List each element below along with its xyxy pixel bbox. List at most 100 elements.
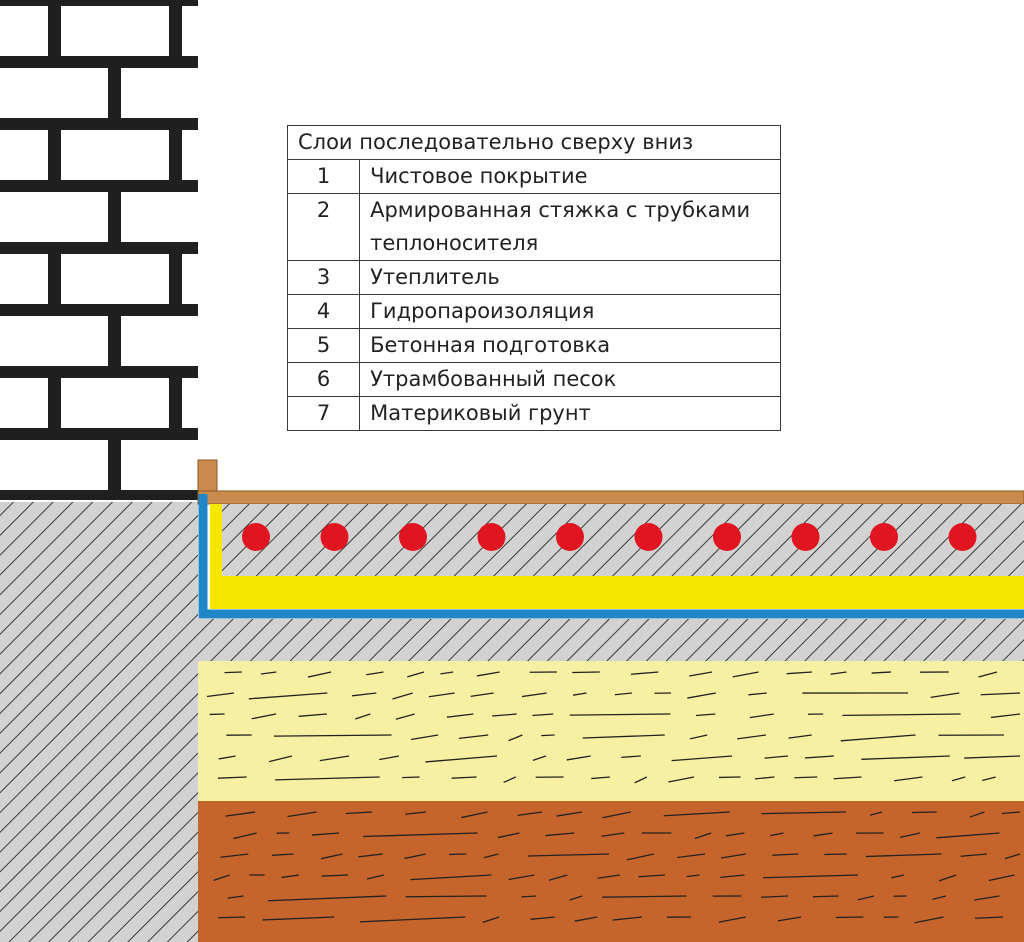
dash-mark [425, 755, 498, 763]
layer-4-vapor-barrier [198, 494, 1024, 619]
dash-mark [556, 811, 583, 817]
layer-5-concrete-base [198, 619, 1024, 661]
dash-mark [725, 832, 745, 837]
dash-mark [621, 755, 641, 759]
dash-mark [695, 713, 716, 717]
layer-3-insulation [222, 576, 1024, 609]
dash-mark [218, 755, 236, 760]
dash-mark [458, 734, 489, 740]
brick [0, 6, 48, 56]
legend-row-number: 2 [286, 193, 361, 261]
dash-mark [545, 832, 575, 837]
bricks [0, 6, 198, 490]
dash-mark [503, 776, 517, 784]
dash-mark [470, 692, 494, 698]
dash-mark [354, 713, 371, 720]
heating-pipe [399, 523, 427, 551]
dash-mark [763, 874, 859, 879]
dash-mark [770, 832, 784, 837]
dash-mark [982, 776, 996, 782]
dash-mark [634, 776, 648, 784]
dash-mark [668, 776, 695, 783]
legend-row-number: 1 [286, 159, 361, 194]
dash-mark [275, 776, 380, 781]
dash-mark [206, 692, 235, 698]
dash-mark [861, 755, 950, 760]
layer-7-soil [198, 801, 1024, 942]
dash-mark [569, 895, 583, 901]
dash-mark [749, 713, 774, 719]
brick [61, 130, 169, 180]
dash-mark [213, 874, 230, 882]
dash-mark [597, 874, 621, 879]
dash-mark [951, 776, 966, 782]
dash-mark [761, 811, 846, 815]
dash-mark [233, 832, 257, 840]
dash-mark [671, 755, 733, 762]
dash-mark [395, 713, 415, 720]
dash-mark [269, 755, 293, 763]
dash-mark [602, 895, 687, 898]
dash-mark [220, 853, 249, 858]
dash-mark [451, 776, 477, 779]
dash-mark [912, 811, 937, 814]
dash-mark [891, 874, 905, 879]
dash-mark [274, 734, 392, 737]
dash-mark [440, 671, 454, 675]
dash-mark [840, 734, 916, 742]
legend-header-row: Слои последовательно сверху вниз [287, 125, 781, 160]
dash-mark [379, 755, 400, 761]
dash-mark [582, 734, 665, 739]
dash-mark [626, 853, 655, 861]
dash-mark [569, 713, 671, 716]
dash-mark [638, 874, 665, 878]
dash-mark [345, 811, 373, 815]
dash-mark [402, 776, 420, 779]
dash-mark [602, 811, 631, 819]
dash-mark [788, 734, 812, 739]
legend-title: Слои последовательно сверху вниз [287, 125, 781, 160]
dash-mark [969, 811, 985, 818]
heating-pipe [870, 523, 898, 551]
dash-mark [720, 874, 745, 878]
dash-mark [262, 916, 335, 921]
dash-mark [217, 776, 247, 779]
dash-mark [686, 874, 700, 878]
dash-mark [754, 776, 775, 780]
dash-mark [689, 671, 713, 677]
dash-mark [492, 713, 517, 717]
brick-wall [0, 0, 198, 500]
dash-mark [320, 853, 343, 860]
dash-mark [630, 671, 659, 675]
heating-pipe [242, 523, 270, 551]
dash-mark [974, 895, 1000, 901]
heating-pipe [320, 523, 349, 551]
legend-row-text: Армированная стяжка с трубками теплоноси… [359, 193, 781, 261]
brick [61, 378, 169, 428]
dash-mark [530, 916, 555, 920]
brick [182, 6, 198, 56]
dash-mark [405, 895, 487, 898]
dash-mark [794, 776, 818, 779]
dash-mark [521, 692, 547, 698]
legend-row-text: Бетонная подготовка [359, 328, 781, 363]
dash-mark [786, 671, 813, 675]
dash-mark [366, 671, 384, 676]
heating-pipe [556, 523, 584, 551]
dash-mark [718, 916, 746, 923]
dash-mark [748, 692, 767, 696]
brick [182, 254, 198, 304]
dash-mark [218, 916, 246, 919]
dash-mark [311, 832, 340, 836]
dash-mark [307, 671, 332, 678]
brick [61, 6, 169, 56]
skirting-board [197, 459, 218, 492]
foundation-concrete [0, 502, 198, 942]
brick [0, 316, 108, 366]
